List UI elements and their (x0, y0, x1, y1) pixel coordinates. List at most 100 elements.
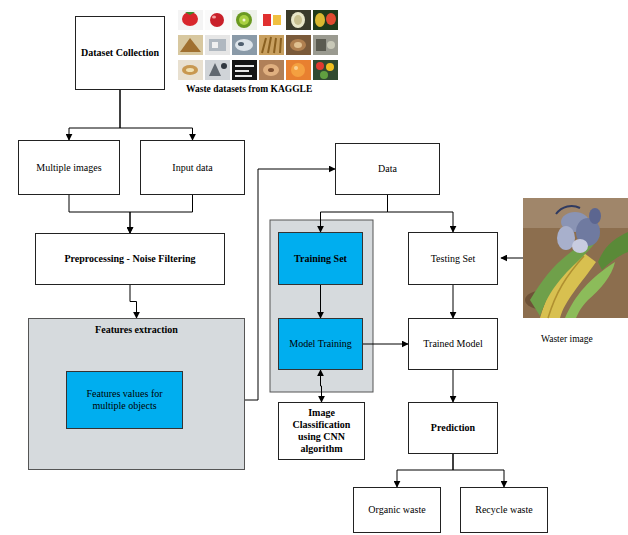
illustration-shape (259, 10, 284, 30)
illustration-shape (291, 12, 305, 28)
connector-arrow (388, 195, 454, 232)
connector-arrow (320, 285, 321, 318)
illustration-shape (286, 35, 311, 55)
feature-box: Features values for multiple objects (66, 371, 183, 429)
box-label: Image Classification using CNN algorithm (283, 407, 360, 455)
output-box: Organic waste (353, 487, 441, 533)
process-box: Data (335, 143, 440, 195)
box-label: Prediction (431, 422, 475, 434)
process-box: Image Classification using CNN algorithm (278, 402, 365, 460)
box-label: Preprocessing - Noise Filtering (65, 253, 196, 265)
illustration-shape (205, 35, 230, 55)
connector-arrow (120, 90, 193, 140)
illustration-shape (235, 75, 252, 77)
illustration-shape (182, 65, 198, 75)
connector-arrow (397, 454, 453, 487)
box-label: Dataset Collection (81, 47, 159, 59)
illustration-shape (286, 60, 311, 80)
process-box: Multiple images (18, 140, 120, 195)
connector-arrow (453, 285, 454, 318)
box-label: Features extraction (95, 324, 178, 336)
illustration-shape (320, 71, 328, 79)
illustration-shape (326, 13, 336, 25)
connector-arrow (69, 90, 120, 140)
illustration-shape (236, 12, 252, 28)
illustration-shape (565, 262, 615, 318)
illustration-shape (178, 10, 203, 30)
illustration-shape (315, 13, 325, 27)
illustration-shape (268, 68, 274, 72)
illustration-shape (210, 13, 224, 27)
output-box: Recycle waste (460, 487, 548, 533)
box-label: Multiple images (36, 162, 101, 174)
illustration-shape (263, 14, 271, 26)
connector-arrow (69, 195, 130, 233)
illustration-shape (209, 63, 221, 76)
illustration-shape (262, 37, 281, 53)
illustration-shape (523, 198, 628, 318)
connector-arrow (453, 454, 504, 487)
illustration-shape (598, 232, 628, 270)
illustration-shape (221, 63, 227, 69)
box-label: Organic waste (368, 504, 425, 516)
illustration-shape (589, 208, 601, 224)
process-box: Testing Set (408, 232, 498, 285)
connector-arrow (130, 195, 193, 233)
illustration-shape (290, 39, 306, 51)
illustration-shape (327, 41, 335, 49)
box-label: Training Set (294, 253, 347, 265)
connector-arrow (321, 370, 322, 402)
illustration-shape (556, 206, 580, 214)
illustration-shape (235, 65, 254, 67)
illustration-shape (316, 62, 324, 70)
box-label: Model Training (289, 338, 352, 350)
illustration-shape (186, 68, 194, 72)
illustration-shape (239, 15, 249, 25)
illustration-shape (238, 42, 244, 46)
illustration-shape (572, 239, 588, 253)
dataset-thumbnails (178, 10, 338, 80)
illustration-shape (286, 10, 311, 30)
illustration-shape (235, 70, 249, 72)
group-panel (270, 220, 373, 392)
process-box: Prediction (408, 402, 498, 454)
illustration-shape (205, 10, 230, 30)
box-label: Data (378, 163, 397, 175)
box-label: Trained Model (423, 338, 482, 350)
illustration-shape (294, 42, 302, 48)
connector-arrow (453, 370, 454, 402)
photo-arrow (501, 258, 523, 259)
illustration-shape (313, 35, 338, 55)
figure-caption: Waste datasets from KAGGLE (186, 84, 312, 94)
box-label: Recycle waste (475, 504, 532, 516)
source-box: Dataset Collection (75, 16, 165, 90)
image-caption: Waster image (541, 334, 593, 344)
box-label: Features values for multiple objects (71, 388, 178, 412)
illustration-shape (205, 60, 230, 80)
illustration-shape (232, 10, 257, 30)
illustration-shape (294, 66, 298, 70)
illustration-shape (232, 35, 257, 55)
illustration-shape (243, 19, 246, 22)
connector-arrow (321, 195, 388, 232)
illustration-shape (326, 63, 334, 71)
process-box: Training Set (278, 232, 363, 285)
box-label: Input data (172, 162, 212, 174)
illustration-shape (212, 42, 218, 48)
process-box: Model Training (278, 318, 363, 370)
illustration-shape (182, 12, 198, 26)
illustration-shape (294, 15, 302, 25)
connector-arrow (363, 344, 408, 345)
waste-photo (523, 198, 628, 318)
process-box: Preprocessing - Noise Filtering (35, 233, 225, 285)
connector-arrow (130, 285, 137, 318)
box-label: Testing Set (431, 253, 476, 265)
illustration-shape (185, 12, 195, 15)
illustration-shape (178, 60, 203, 80)
illustration-shape (178, 35, 203, 55)
illustration-shape (180, 38, 201, 52)
illustration-shape (259, 60, 284, 80)
illustration-shape (263, 64, 279, 76)
illustration-shape (235, 39, 253, 51)
